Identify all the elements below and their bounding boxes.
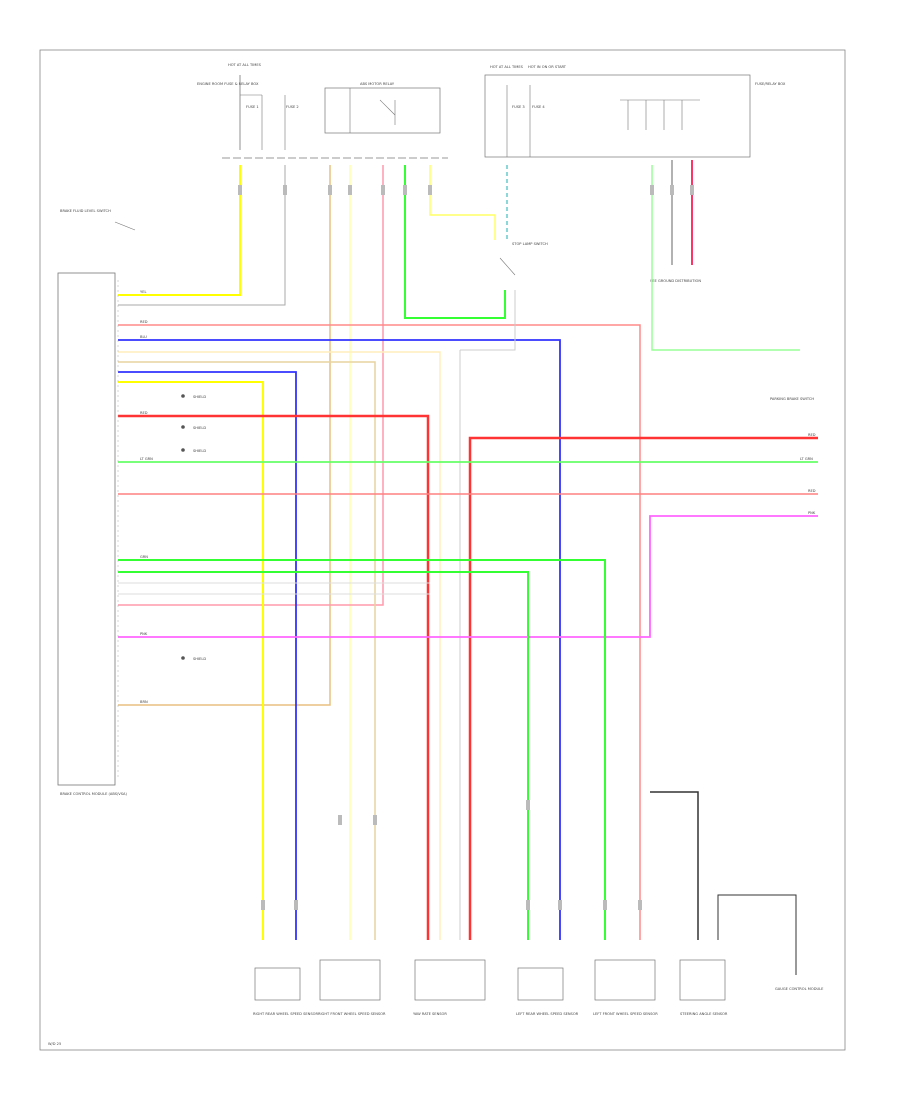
wl-grn: GRN [140, 555, 148, 559]
fuse-relay-box: HOT AT ALL TIMES HOT IN ON OR START FUSE… [484, 65, 786, 158]
wire-green-right [651, 165, 800, 351]
wl-red2: RED [140, 411, 148, 415]
wire-beige-1 [118, 351, 441, 940]
sensor-lf-label: LEFT FRONT WHEEL SPEED SENSOR [593, 1012, 658, 1016]
fuse-3-label: FUSE 3 [512, 105, 525, 109]
diagram-frame [39, 49, 846, 1051]
fuse-left-hot-label: HOT AT ALL TIMES [228, 63, 262, 67]
sensor-left-rear: LEFT REAR WHEEL SPEED SENSOR [516, 967, 579, 1016]
connector-markers [238, 185, 694, 910]
wire-yellow-top [118, 165, 241, 296]
park-switch-label: PARKING BRAKE SWITCH [770, 397, 814, 401]
fuse-right-box-label: FUSE/RELAY BOX [755, 82, 786, 86]
gauge-module: GAUGE CONTROL MODULE [775, 987, 824, 991]
wl-lgrn: LT GRN [140, 457, 153, 461]
wire-black-gauge [717, 894, 797, 975]
wl-red: RED [140, 320, 148, 324]
shield-label-3: SHIELD [193, 449, 206, 453]
wire-blue-2 [118, 371, 297, 940]
wire-green-top [404, 165, 506, 319]
shield-label-1: SHIELD [193, 395, 206, 399]
wire-yellow-2 [118, 381, 264, 940]
wire-color-labels: YEL RED BLU RED LT GRN GRN PNK BRN RED L… [140, 290, 816, 704]
wl-pnk-r: RED [808, 489, 816, 493]
brake-control-module [57, 272, 116, 786]
fuse-mid-hot-label: HOT AT ALL TIMES [490, 65, 524, 69]
wire-pink-top [118, 165, 384, 606]
wire-red-right [468, 436, 818, 940]
wl-blu: BLU [140, 335, 147, 339]
wire-yellow-right [429, 165, 496, 240]
fuse-1-label: FUSE 1 [246, 105, 259, 109]
stop-switch-label: STOP LAMP SWITCH [512, 242, 548, 246]
shield-callouts: SHIELD SHIELD SHIELD SHIELD [181, 394, 206, 661]
wire-tan-2 [118, 361, 376, 940]
wire-tan [118, 165, 331, 706]
abs-motor-relay: ABS MOTOR RELAY [324, 82, 441, 134]
brake-fluid-label: BRAKE FLUID LEVEL SWITCH [60, 209, 111, 213]
sensor-right-rear: RIGHT REAR WHEEL SPEED SENSOR [253, 967, 318, 1016]
module-label: BRAKE CONTROL MODULE (ABS/VSA) [60, 792, 127, 796]
wire-gray-short [460, 290, 516, 351]
sensor-rr-label: RIGHT REAR WHEEL SPEED SENSOR [253, 1012, 318, 1016]
wl-lgrn-r: LT GRN [800, 457, 813, 461]
see-ground-label: SEE GROUND DISTRIBUTION [650, 279, 701, 283]
sensor-lr-label: LEFT REAR WHEEL SPEED SENSOR [516, 1012, 579, 1016]
sensor-left-front: LEFT FRONT WHEEL SPEED SENSOR [593, 959, 658, 1016]
footer-code: W/D 25 [48, 1042, 61, 1046]
wl-yel: YEL [140, 290, 146, 294]
wire-blue-1 [118, 339, 561, 940]
wire-green-3 [118, 571, 529, 940]
fuse-box-left-label: ENGINE ROOM FUSE & RELAY BOX [197, 82, 259, 86]
wl-pnk: PNK [140, 632, 148, 636]
fuse-mid-hot2-label: HOT IN ON OR START [528, 65, 567, 69]
wire-green-2 [118, 559, 606, 940]
wl-pnk2-r: PNK [808, 511, 816, 515]
sensor-steering: STEERING ANGLE SENSOR [679, 959, 728, 1016]
shield-label-4: SHIELD [193, 657, 206, 661]
wire-black [650, 791, 699, 940]
engine-fuse-box: ENGINE ROOM FUSE & RELAY BOX HOT AT ALL … [197, 63, 299, 150]
sensor-right-front: RIGHT FRONT WHEEL SPEED SENSOR [318, 959, 386, 1016]
sensor-yaw: YAW RATE SENSOR [413, 959, 486, 1016]
sensor-sw-label: STEERING ANGLE SENSOR [680, 1012, 728, 1016]
fuse-2-label: FUSE 2 [286, 105, 299, 109]
wl-red-r: RED [808, 433, 816, 437]
fuse-4-label: FUSE 4 [532, 105, 545, 109]
sensor-rf-label: RIGHT FRONT WHEEL SPEED SENSOR [318, 1012, 386, 1016]
wire-red-1 [118, 324, 641, 940]
wire-gray-top [118, 165, 286, 306]
sensor-c-label: YAW RATE SENSOR [413, 1012, 447, 1016]
wl-brn: BRN [140, 700, 148, 704]
shield-label-2: SHIELD [193, 426, 206, 430]
wire-red-bold [118, 414, 430, 940]
wire-magenta [118, 515, 818, 638]
gauge-label: GAUGE CONTROL MODULE [775, 987, 824, 991]
relay-label: ABS MOTOR RELAY [360, 82, 395, 86]
